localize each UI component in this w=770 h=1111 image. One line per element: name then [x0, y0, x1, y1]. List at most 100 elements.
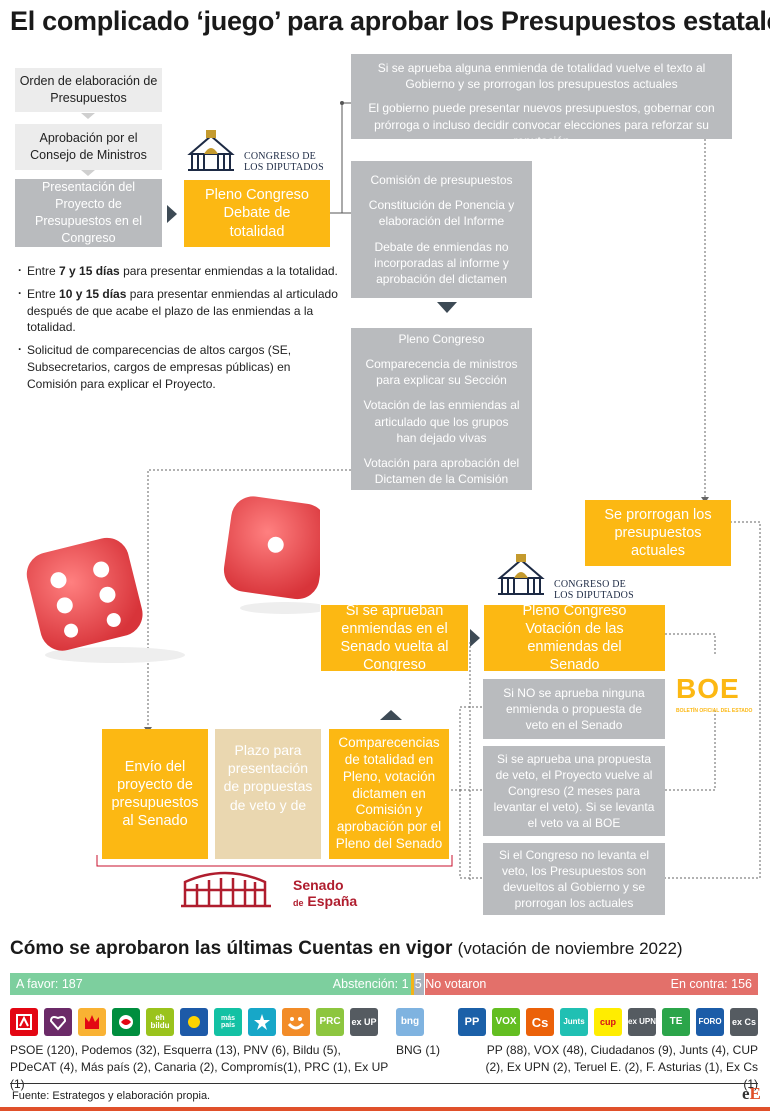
bng-logo-icon: bng: [396, 1008, 424, 1036]
favor-parties-text: PSOE (120), Podemos (32), Esquerra (13),…: [10, 1043, 389, 1091]
congreso-building-icon-2: [497, 554, 545, 595]
arrow-down-2: [81, 170, 95, 176]
boe-letters: BOE: [676, 673, 740, 704]
se-prorrogan-box: Se prorrogan los presupuestos actuales: [585, 500, 731, 566]
page-title: El complicado ‘juego’ para aprobar los P…: [10, 6, 770, 36]
footer-divider: [10, 1083, 758, 1084]
ex-up-logo-icon: ex UP: [350, 1008, 378, 1036]
pleno-debate-box: Pleno Congreso Debate de totalidad: [184, 180, 330, 247]
no-aprueba-box: Si NO se aprueba ninguna enmienda o prop…: [483, 679, 665, 739]
pleno-votacion-box: Pleno Congreso Votación de las enmiendas…: [484, 603, 665, 673]
podemos-logo-icon: [44, 1008, 72, 1036]
brand-logo: eE: [742, 1084, 761, 1103]
dice-illustration: [26, 496, 320, 663]
esquerra-logo-icon: [78, 1008, 106, 1036]
source-note: Fuente: Estrategos y elaboración propia.: [12, 1090, 211, 1102]
arrow-down-comision: [437, 302, 457, 313]
compromis-logo-icon: [282, 1008, 310, 1036]
prc-logo-icon: PRC: [316, 1008, 344, 1036]
senado-building-icon: [181, 871, 271, 908]
no-aprueba-text: Si NO se aprueba ninguna enmienda o prop…: [503, 685, 645, 733]
pleno-box-p3: Votación de las enmiendas al articulado …: [363, 398, 520, 445]
plazos-notes: Entre 7 y 15 días para presentar enmiend…: [18, 262, 340, 399]
congreso-logo-bottom: CONGRESO DE LOS DIPUTADOS: [492, 548, 672, 606]
presentacion-proyecto-box: Presentación del Proyecto de Presupuesto…: [15, 179, 162, 247]
congreso-logo2-line1: CONGRESO DE: [554, 579, 626, 590]
comision-presupuestos-box: Comisión de presupuestos Constitución de…: [351, 161, 532, 298]
comision-p1: Comisión de presupuestos: [370, 172, 513, 187]
vote-bar-no-votaron: [413, 973, 425, 995]
footer-accent-bar: [0, 1107, 770, 1111]
votacion-subtitle: (votación de noviembre 2022): [457, 939, 683, 958]
aprobacion-consejo-text: Aprobación por el Consejo de Ministros: [30, 131, 147, 162]
plazo-veto-text: Plazo para presentación de propuestas de…: [223, 742, 313, 813]
vox-logo-icon: VOX: [492, 1008, 520, 1036]
enmienda-totalidad-p2: El gobierno puede presentar nuevos presu…: [368, 101, 715, 148]
boe-subtitle: BOLETÍN OFICIAL DEL ESTADO: [676, 708, 753, 714]
veto-no-levanta-box: Si el Congreso no levanta el veto, los P…: [483, 843, 665, 915]
note-2: Entre 10 y 15 días para presentar enmien…: [18, 285, 340, 336]
orden-elaboracion-text: Orden de elaboración de Presupuestos: [19, 74, 158, 105]
se-prorrogan-text: Se prorrogan los presupuestos actuales: [604, 506, 712, 560]
pleno-debate-text: Pleno Congreso Debate de totalidad: [205, 187, 309, 240]
vote-favor-label: A favor: 187: [16, 977, 83, 991]
arrow-right-pleno: [167, 205, 177, 223]
cs-logo-icon: Cs: [526, 1008, 554, 1036]
envio-senado-box: Envío del proyecto de presupuestos al Se…: [102, 729, 208, 859]
senado-logo-line2: España: [307, 893, 358, 909]
vote-contra-label: En contra: 156: [670, 977, 752, 991]
veto-aprueba-box: Si se aprueba una propuesta de veto, el …: [483, 746, 665, 836]
senado-aprueban-box: Si se aprueban enmiendas en el Senado vu…: [321, 603, 468, 673]
cup-logo-icon: cup: [594, 1008, 622, 1036]
vote-bar-abstencion: [410, 973, 414, 995]
votacion-section-title: Cómo se aprobaron las últimas Cuentas en…: [10, 938, 683, 960]
vote-novotaron-label: 5 No votaron: [414, 977, 487, 991]
pdecat-logo-icon: [180, 1008, 208, 1036]
pleno-box-p1: Pleno Congreso: [398, 331, 485, 346]
enmienda-totalidad-box: Si se aprueba alguna enmienda de totalid…: [351, 54, 732, 148]
abstencion-parties-text: BNG (1): [396, 1043, 441, 1057]
pleno-congreso-box: Pleno Congreso Comparecencia de ministro…: [351, 328, 532, 490]
note-1: Entre 7 y 15 días para presentar enmiend…: [18, 262, 340, 280]
arrow-up-senado: [380, 710, 402, 720]
ex-upn-logo-icon: ex UPN: [628, 1008, 656, 1036]
pleno-box-p2: Comparecencia de ministros para explicar…: [365, 356, 518, 388]
congreso-logo2-line2: LOS DIPUTADOS: [554, 589, 634, 601]
psoe-logo-icon: [10, 1008, 38, 1036]
envio-senado-text: Envío del proyecto de presupuestos al Se…: [111, 758, 199, 830]
senado-logo-line1: Senado: [293, 877, 344, 893]
congreso-logo-line2: LOS DIPUTADOS: [244, 161, 324, 173]
congreso-logo-top: CONGRESO DE LOS DIPUTADOS: [182, 124, 332, 176]
comision-p2: Constitución de Ponencia y elaboración d…: [368, 198, 515, 229]
comparecencias-senado-box: Comparecencias de totalidad en Pleno, vo…: [329, 729, 449, 859]
orden-elaboracion-box: Orden de elaboración de Presupuestos: [15, 68, 162, 112]
pleno-votacion-text: Pleno Congreso Votación de las enmiendas…: [522, 602, 627, 674]
bildu-logo-icon: eh bildu: [146, 1008, 174, 1036]
junts-logo-icon: Junts: [560, 1008, 588, 1036]
arrow-down-1: [81, 113, 95, 119]
senado-logo: Senado de España: [175, 860, 375, 910]
congreso-logo-line1: CONGRESO DE: [244, 151, 316, 162]
canaria-logo-icon: [248, 1008, 276, 1036]
boe-logo: BOE BOLETÍN OFICIAL DEL ESTADO: [672, 675, 758, 719]
note-3: Solicitud de comparecencias de altos car…: [18, 341, 340, 392]
senado-aprueban-text: Si se aprueban enmiendas en el Senado vu…: [340, 602, 449, 674]
pleno-box-p4: Votación para aprobación del Dictamen de…: [363, 455, 520, 487]
votacion-title: Cómo se aprobaron las últimas Cuentas en…: [10, 938, 453, 959]
comparecencias-senado-text: Comparecencias de totalidad en Pleno, vo…: [335, 734, 443, 852]
mas-pais-logo-icon: más país: [214, 1008, 242, 1036]
plazo-veto-box: Plazo para presentación de propuestas de…: [215, 729, 321, 859]
vote-abstencion-label: Abstención: 1: [332, 977, 409, 991]
veto-aprueba-text: Si se aprueba una propuesta de veto, el …: [493, 751, 655, 831]
ex-cs-logo-icon: ex Cs: [730, 1008, 758, 1036]
vote-bar-favor: A favor: 187: [10, 973, 411, 995]
comision-p3: Debate de enmiendas no incorporadas al i…: [374, 239, 509, 286]
foro-asturias-logo-icon: FORO: [696, 1008, 724, 1036]
veto-no-levanta-text: Si el Congreso no levanta el veto, los P…: [498, 847, 650, 911]
contra-parties-text: PP (88), VOX (48), Ciudadanos (9), Junts…: [485, 1043, 758, 1091]
aprobacion-consejo-box: Aprobación por el Consejo de Ministros: [15, 124, 162, 170]
pp-logo-icon: PP: [458, 1008, 486, 1036]
pnv-logo-icon: [112, 1008, 140, 1036]
flow-connectors: [81, 101, 761, 880]
vote-bar-contra: En contra: 156: [424, 973, 758, 995]
